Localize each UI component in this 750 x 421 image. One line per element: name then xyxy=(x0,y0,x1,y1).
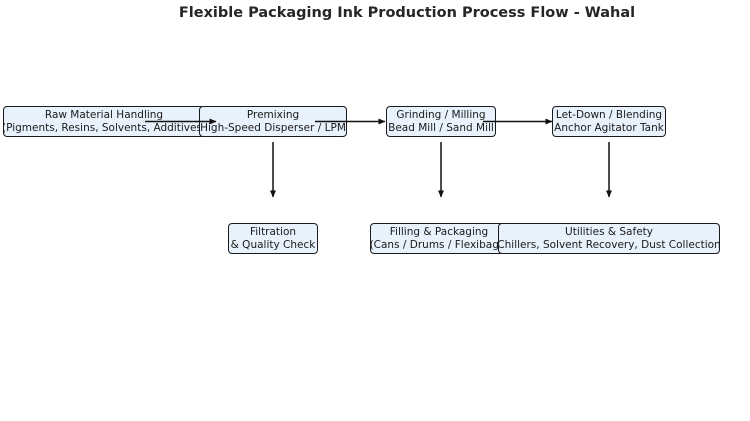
step-detail: Anchor Agitator Tank xyxy=(554,121,664,134)
step-filtration-quality-check: Filtration & Quality Check xyxy=(228,223,318,254)
step-utilities-safety: Utilities & Safety Chillers, Solvent Rec… xyxy=(498,223,720,254)
step-label: Raw Material Handling xyxy=(44,109,164,121)
step-label: Utilities & Safety xyxy=(565,226,653,238)
step-filling-packaging: Filling & Packaging (Cans / Drums / Flex… xyxy=(370,223,508,254)
step-detail: High-Speed Disperser / LPM xyxy=(200,121,346,134)
step-detail: Chillers, Solvent Recovery, Dust Collect… xyxy=(498,238,720,251)
step-label: Filling & Packaging xyxy=(389,226,489,238)
step-let-down-blending: Let-Down / Blending Anchor Agitator Tank xyxy=(552,106,666,137)
step-detail: (Cans / Drums / Flexibags) xyxy=(370,238,508,251)
step-detail: & Quality Check xyxy=(230,238,316,251)
diagram-title: Flexible Packaging Ink Production Proces… xyxy=(178,5,636,21)
step-detail: (Pigments, Resins, Solvents, Additives) xyxy=(3,121,205,134)
step-label: Premixing xyxy=(246,109,300,121)
step-label: Filtration xyxy=(249,226,297,238)
step-label: Grinding / Milling xyxy=(396,109,486,121)
step-label: Let-Down / Blending xyxy=(555,109,663,121)
step-grinding-milling: Grinding / Milling Bead Mill / Sand Mill xyxy=(386,106,496,137)
step-detail: Bead Mill / Sand Mill xyxy=(388,121,494,134)
